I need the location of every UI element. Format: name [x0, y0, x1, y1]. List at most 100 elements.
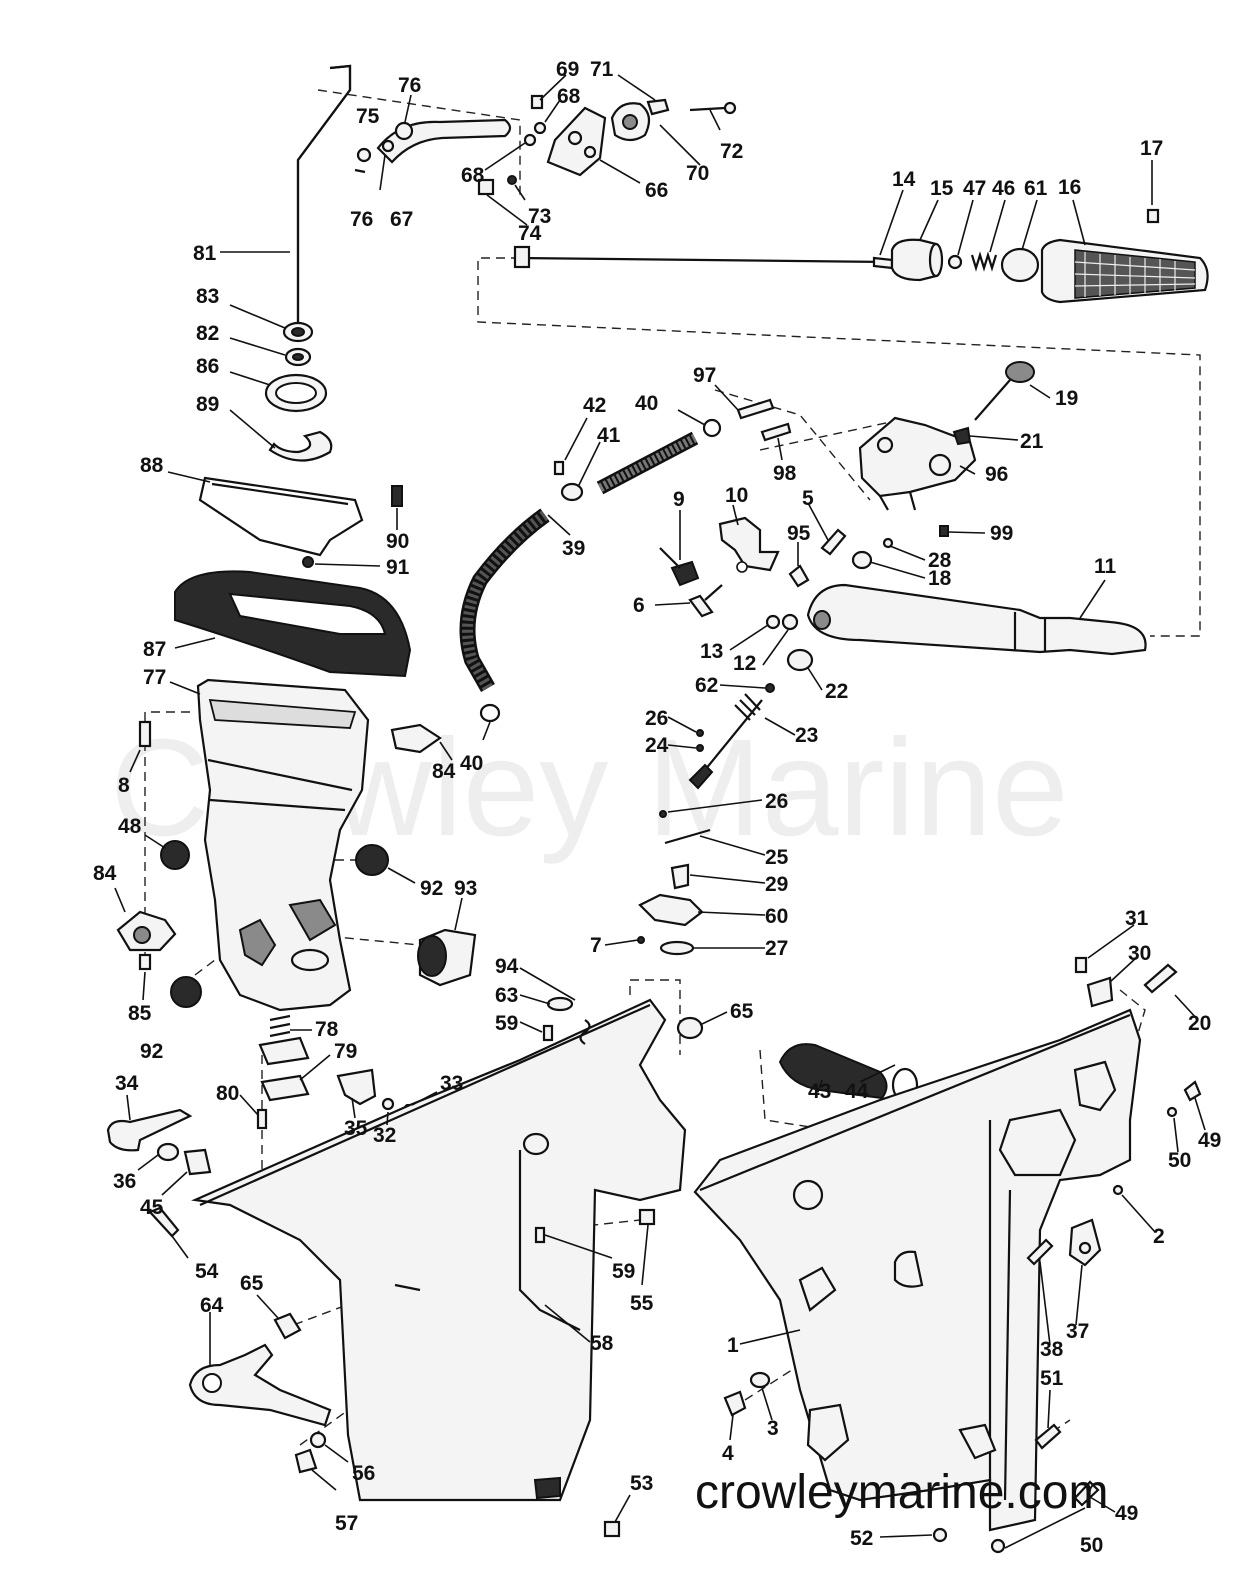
callout-56: 56	[352, 1462, 375, 1485]
callout-41: 41	[597, 424, 621, 447]
callout-28: 28	[928, 549, 952, 572]
bracket-88	[198, 476, 364, 557]
screw-8	[138, 720, 152, 748]
callout-46: 46	[992, 177, 1015, 200]
callout-84: 84	[93, 862, 117, 885]
throttle-shaft-14	[513, 245, 894, 270]
callout-65: 65	[730, 1000, 754, 1023]
callout-39: 39	[562, 537, 585, 560]
callout-68: 68	[557, 85, 581, 108]
callout-50: 50	[1080, 1534, 1103, 1557]
callout-40: 40	[635, 392, 658, 415]
callout-36: 36	[113, 1170, 136, 1193]
callout-8: 8	[118, 774, 130, 797]
screws-95-5	[788, 528, 847, 588]
callout-57: 57	[335, 1512, 358, 1535]
callout-71: 71	[590, 58, 614, 81]
callout-97: 97	[693, 364, 716, 387]
throttle-rod-81	[296, 64, 352, 322]
screw-90-nut-91	[302, 485, 403, 568]
callout-49: 49	[1198, 1129, 1221, 1152]
tiller-bracket-96	[858, 416, 977, 511]
callout-73: 73	[528, 205, 551, 228]
callout-42: 42	[583, 394, 606, 417]
callout-35: 35	[344, 1117, 368, 1140]
plug-92-lower	[170, 976, 202, 1008]
parts-99-28-18	[851, 525, 949, 570]
callout-72: 72	[720, 140, 743, 163]
callout-82: 82	[196, 322, 219, 345]
throttle-link-arm-67	[376, 118, 512, 164]
callout-labels: 69 71 76 68 75 72 70 68 66 76 67 73 74 1…	[93, 58, 1221, 1557]
screws-51-49-52-50	[932, 1423, 1100, 1554]
callout-52: 52	[850, 1527, 873, 1550]
callout-74: 74	[518, 222, 542, 245]
callout-83: 83	[196, 285, 219, 308]
shift-lever-34	[106, 1108, 193, 1152]
callout-15: 15	[930, 177, 954, 200]
callout-12: 12	[733, 652, 756, 675]
callout-89: 89	[196, 393, 219, 416]
callout-24: 24	[645, 734, 669, 757]
callout-33: 33	[440, 1072, 463, 1095]
spring-41	[560, 431, 699, 502]
callout-62: 62	[695, 674, 718, 697]
hose-39	[459, 508, 550, 692]
spring-78-plate-79-80	[256, 1014, 310, 1130]
screws-20-49-50	[1112, 963, 1202, 1196]
cover-35-32-33	[336, 1068, 413, 1113]
callout-68: 68	[461, 164, 485, 187]
throttle-grip-16	[1040, 208, 1209, 304]
callout-64: 64	[200, 1294, 224, 1317]
callout-1: 1	[727, 1334, 739, 1357]
callout-14: 14	[892, 168, 916, 191]
relief-valve-93	[417, 928, 477, 987]
screw-6	[688, 584, 723, 618]
callout-30: 30	[1128, 942, 1151, 965]
callout-34: 34	[115, 1072, 139, 1095]
plate-84-top	[390, 723, 442, 754]
callout-80: 80	[216, 1082, 239, 1105]
exhaust-housing-77	[196, 678, 370, 1012]
callout-44: 44	[845, 1080, 869, 1103]
callout-76: 76	[350, 208, 373, 231]
screw-4-washer-3	[723, 1371, 771, 1417]
callout-53: 53	[630, 1472, 653, 1495]
nut-13-washer-12	[765, 613, 799, 631]
callout-94: 94	[495, 955, 519, 978]
callout-26: 26	[765, 790, 788, 813]
seal-83	[282, 321, 314, 343]
plug-48	[160, 840, 190, 870]
callout-91: 91	[386, 556, 410, 579]
callout-20: 20	[1188, 1012, 1211, 1035]
screw-54	[148, 1206, 180, 1238]
callout-23: 23	[795, 724, 818, 747]
callout-70: 70	[686, 162, 709, 185]
spring-9	[659, 547, 700, 587]
callout-17: 17	[1140, 137, 1163, 160]
callout-90: 90	[386, 530, 409, 553]
friction-bracket-10	[718, 516, 780, 573]
washer-56-screw-57	[294, 1431, 327, 1474]
shift-arm-64	[188, 1343, 332, 1427]
callout-78: 78	[315, 1018, 339, 1041]
callout-98: 98	[773, 462, 797, 485]
bracket-30-31	[1074, 956, 1114, 1008]
callout-85: 85	[128, 1002, 152, 1025]
callout-60: 60	[765, 905, 788, 928]
shift-link-23	[688, 683, 775, 790]
callout-51: 51	[1040, 1367, 1064, 1390]
callout-25: 25	[765, 846, 789, 869]
callout-47: 47	[963, 177, 986, 200]
bushing-22	[786, 648, 814, 672]
callout-65: 65	[240, 1272, 264, 1295]
callout-75: 75	[356, 105, 380, 128]
callout-66: 66	[645, 179, 668, 202]
cam-follower-66	[523, 94, 607, 177]
callout-37: 37	[1066, 1320, 1089, 1343]
callout-79: 79	[334, 1040, 357, 1063]
callout-50: 50	[1168, 1149, 1191, 1172]
rubber-seal-87	[174, 570, 412, 678]
plug-92-upper	[355, 844, 389, 876]
detent-29-60-27	[637, 863, 704, 956]
